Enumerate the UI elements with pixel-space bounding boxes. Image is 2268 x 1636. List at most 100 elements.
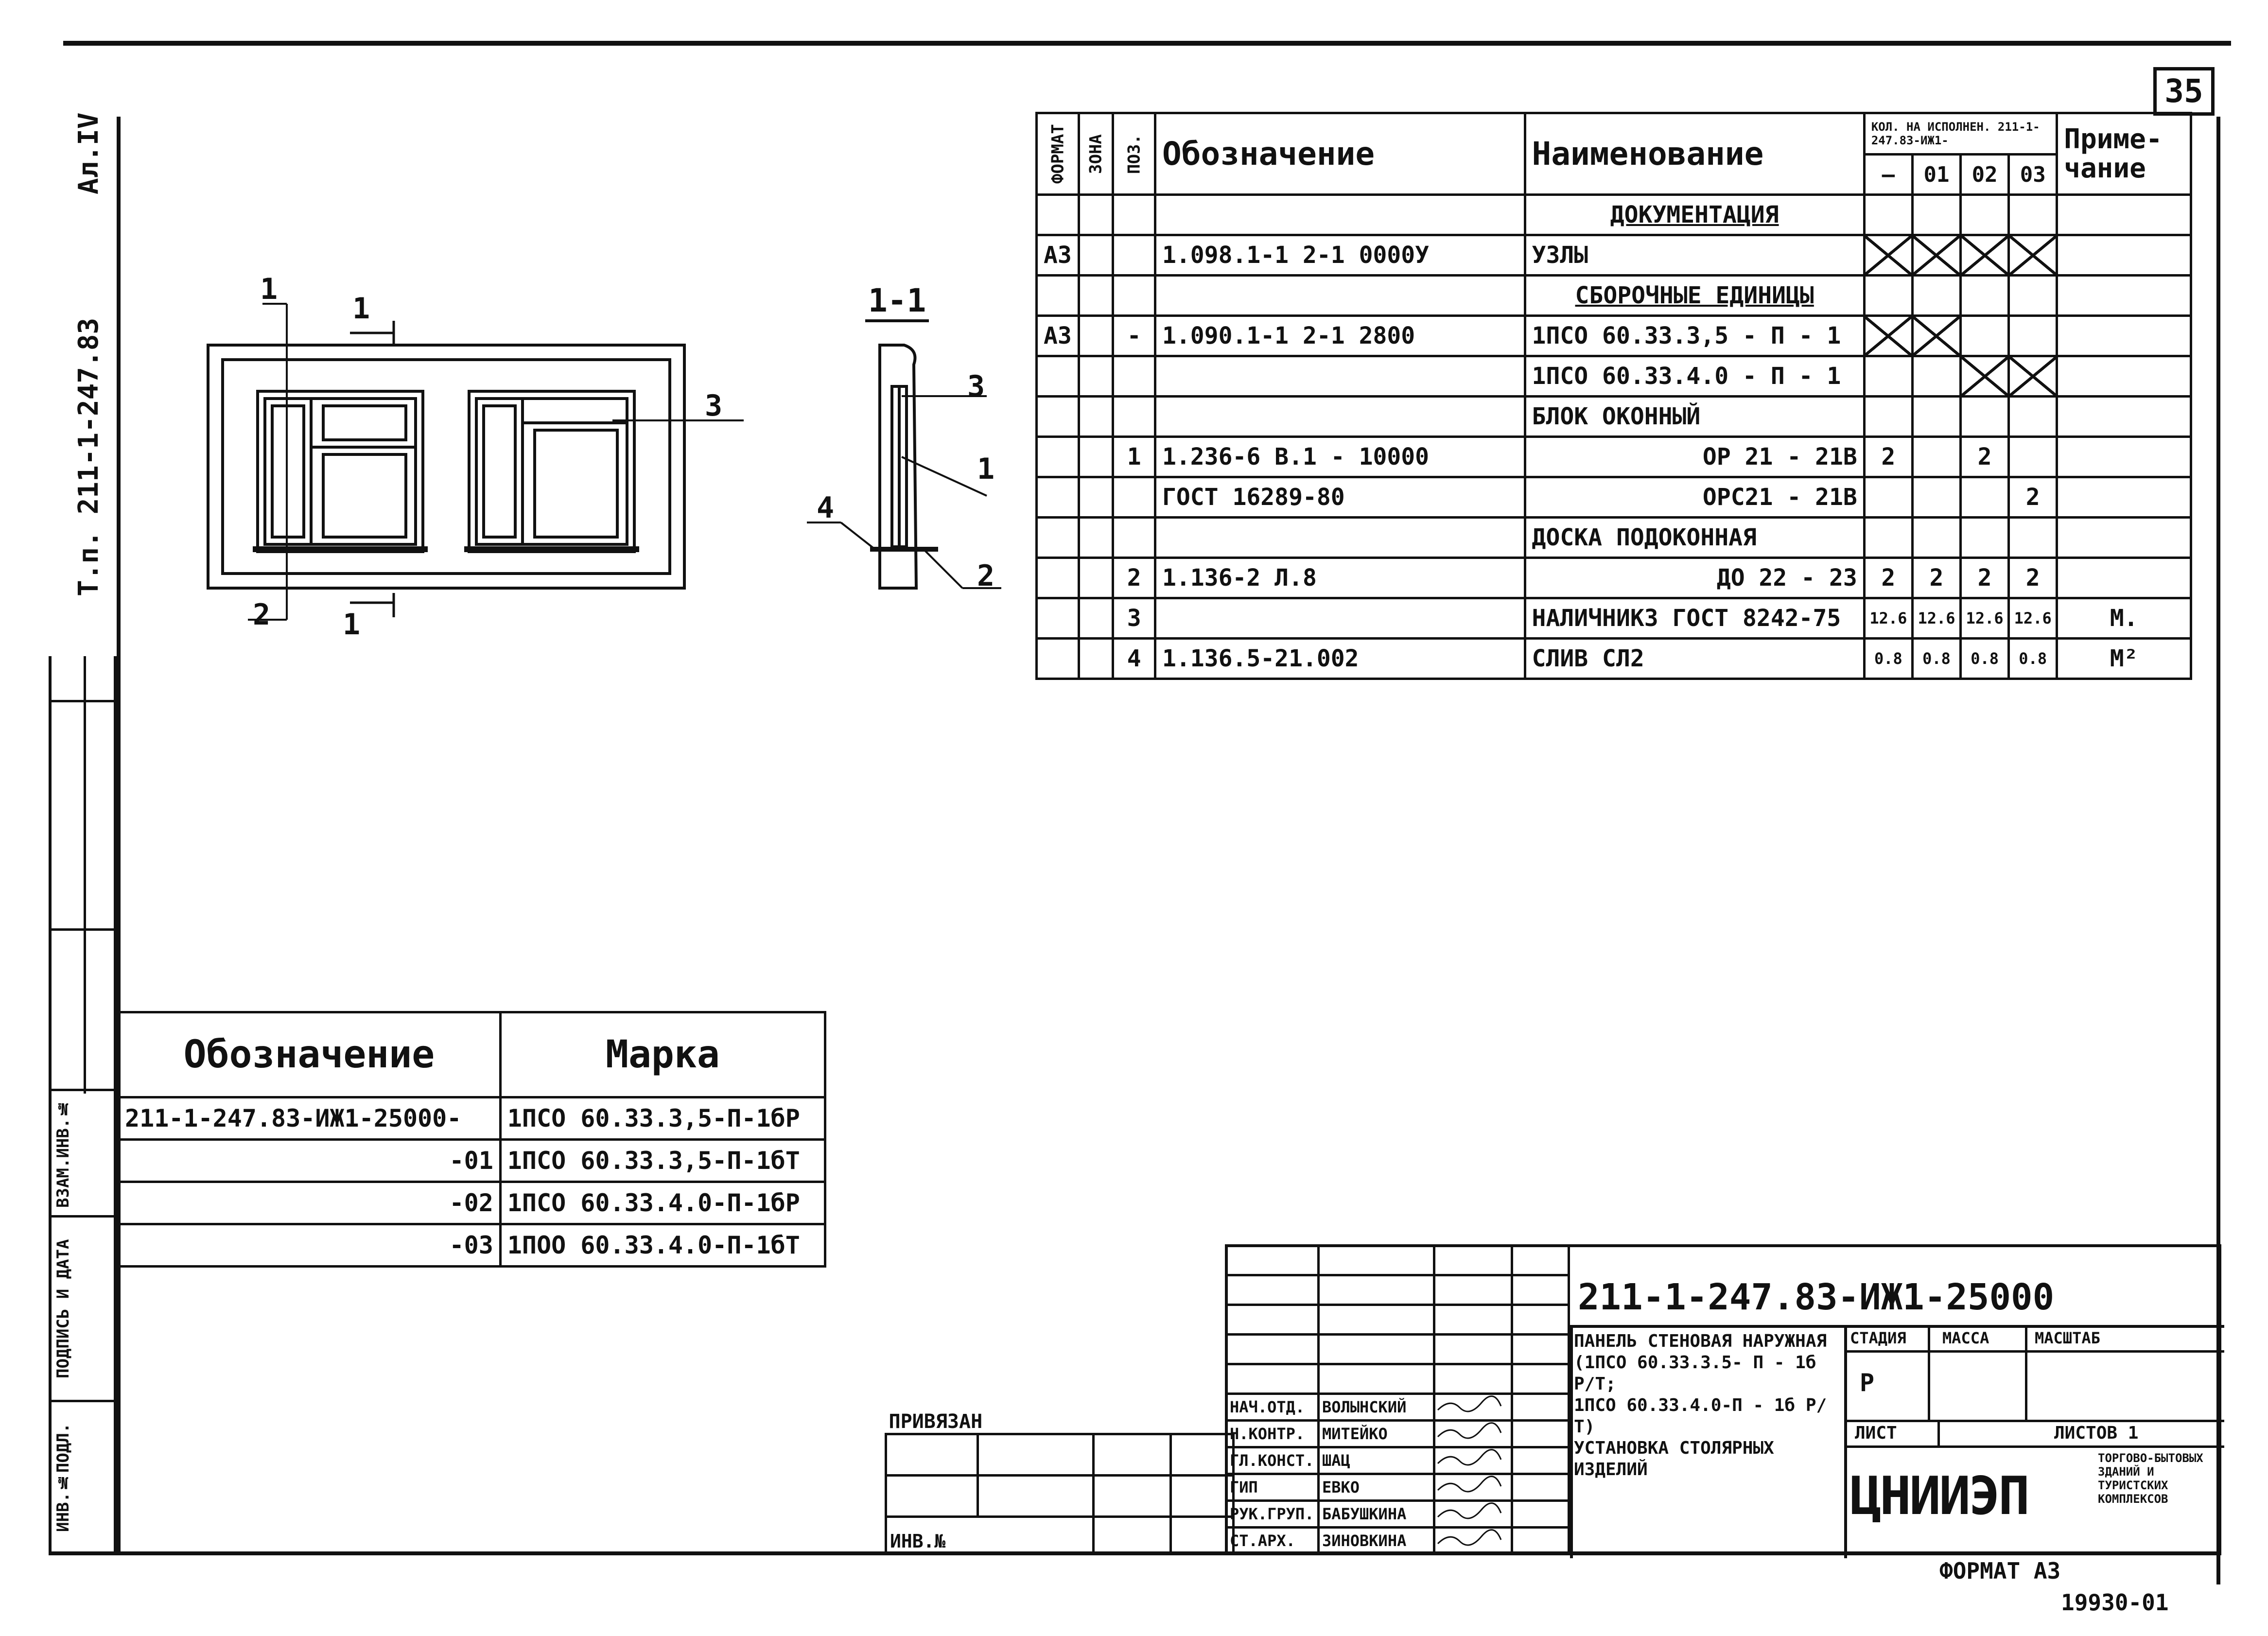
spec-qty (1911, 355, 1962, 398)
spec-row: ДОКУМЕНТАЦИЯ (1035, 193, 2192, 236)
staff-role: Н.КОНТР. (1225, 1419, 1320, 1448)
spec-qty (1959, 476, 2010, 519)
spec-designation: 1.136.5-21.002 (1153, 637, 1526, 680)
spec-qty (1863, 234, 1914, 277)
cut-label-bottom: 1 (343, 608, 361, 642)
format-label: ФОРМАТ А3 (1939, 1558, 2061, 1584)
left-frame (117, 117, 121, 1555)
spec-qty: 12.6 (2007, 597, 2059, 640)
callout-1-section: 1 (977, 452, 995, 486)
staff-name: ЕВКО (1317, 1473, 1436, 1502)
spec-name: ДОКУМЕНТАЦИЯ (1523, 193, 1866, 236)
spec-qty (1863, 395, 1914, 438)
marka-row: 211-1-247.83-ИЖ1-25000-1ПСО 60.33.3,5-П-… (117, 1096, 827, 1141)
spec-name: СЛИВ СЛ2 (1523, 637, 1866, 680)
spec-name: ДО 22 - 23 (1523, 557, 1866, 599)
spec-note (2056, 234, 2192, 277)
marka-designation: -03 (117, 1223, 502, 1268)
section-title: 1-1 (865, 282, 929, 322)
spec-qty: 0.8 (1959, 637, 2010, 680)
right-frame (2216, 117, 2220, 1584)
staff-date (1511, 1499, 1570, 1529)
spec-qty (2007, 234, 2059, 277)
spec-designation (1153, 516, 1526, 559)
staff-role: ГЛ.КОНСТ. (1225, 1446, 1320, 1475)
marka-table: Обозначение Марка 211-1-247.83-ИЖ1-25000… (117, 1011, 827, 1268)
staff-date (1511, 1446, 1570, 1475)
staff-date (1511, 1473, 1570, 1502)
spec-qty (2007, 435, 2059, 478)
spec-zone (1077, 597, 1115, 640)
spec-zone (1077, 274, 1115, 317)
spec-qty (1959, 274, 2010, 317)
spec-name: 1ПСО 60.33.3,5 - П - 1 (1523, 314, 1866, 357)
staff-name: ЗИНОВКИНА (1317, 1526, 1436, 1555)
callout-3-elevation: 3 (705, 389, 723, 423)
col-designation: Обозначение (1153, 112, 1526, 196)
spec-qty: 2 (2007, 476, 2059, 519)
spec-qty (1911, 395, 1962, 438)
archive-number: 19930-01 (2061, 1589, 2169, 1616)
stage-value: Р (1860, 1369, 1875, 1397)
spec-designation (1153, 274, 1526, 317)
spec-zone (1077, 395, 1115, 438)
spec-designation (1153, 355, 1526, 398)
qty-col-01: 01 (1911, 153, 1962, 196)
spec-zone (1077, 435, 1115, 478)
col-format: ФОРМАТ (1036, 113, 1079, 195)
spec-qty (2007, 314, 2059, 357)
staff-date (1511, 1526, 1570, 1555)
scale-label: МАСШТАБ (2035, 1329, 2100, 1347)
left-stamp-column: ВЗАМ.ИНВ.№ ПОДПИСЬ И ДАТА ИНВ.№ПОДЛ. (49, 656, 120, 1555)
spec-qty: 2 (2007, 557, 2059, 599)
stage-label: СТАДИЯ (1850, 1329, 1906, 1347)
org-subtitle: ТОРГОВО-БЫТОВЫХ ЗДАНИЙ И ТУРИСТСКИХ КОМП… (2098, 1451, 2203, 1506)
spec-name: ОРС21 - 21В (1523, 476, 1866, 519)
spec-format (1035, 274, 1080, 317)
spec-qty: 0.8 (1863, 637, 1914, 680)
spec-pos (1112, 193, 1156, 236)
staff-signature (1433, 1526, 1514, 1555)
spec-row: ДОСКА ПОДОКОННАЯ (1035, 516, 2192, 559)
spec-table: ФОРМАТ ЗОНА ПОЗ. Обозначение Наименовани… (1035, 112, 2192, 680)
spec-qty (1959, 516, 2010, 559)
spec-designation (1153, 395, 1526, 438)
sheet-number-box: 35 (2153, 67, 2215, 116)
spec-note (2056, 435, 2192, 478)
spec-pos (1112, 476, 1156, 519)
spec-pos: - (1112, 314, 1156, 357)
bottom-frame (49, 1551, 2221, 1555)
sheets-label: ЛИСТОВ 1 (2054, 1423, 2139, 1443)
staff-role: ГИП (1225, 1473, 1320, 1502)
spec-qty (1911, 516, 1962, 559)
spec-qty (2007, 395, 2059, 438)
staff-name: ВОЛЫНСКИЙ (1317, 1392, 1436, 1422)
spec-qty: 0.8 (1911, 637, 1962, 680)
spec-designation (1153, 597, 1526, 640)
callout-1-top: 1 (260, 272, 278, 306)
spec-note: М² (2056, 637, 2192, 680)
spec-name: НАЛИЧНИК3 ГОСТ 8242-75 (1523, 597, 1866, 640)
staff-signature (1433, 1392, 1514, 1422)
left-margin-top: Ал.IV (73, 112, 105, 194)
spec-pos: 2 (1112, 557, 1156, 599)
spec-pos (1112, 395, 1156, 438)
staff-signature (1433, 1446, 1514, 1475)
spec-name: 1ПСО 60.33.4.0 - П - 1 (1523, 355, 1866, 398)
spec-qty (1863, 314, 1914, 357)
spec-name: ОР 21 - 21В (1523, 435, 1866, 478)
callout-2-bottom: 2 (253, 598, 271, 632)
spec-pos: 4 (1112, 637, 1156, 680)
spec-note (2056, 355, 2192, 398)
staff-name: ШАЦ (1317, 1446, 1436, 1475)
spec-note: М. (2056, 597, 2192, 640)
spec-qty (1863, 193, 1914, 236)
left-margin-code: Т.п. 211-1-247.83 (73, 317, 105, 596)
spec-note (2056, 193, 2192, 236)
